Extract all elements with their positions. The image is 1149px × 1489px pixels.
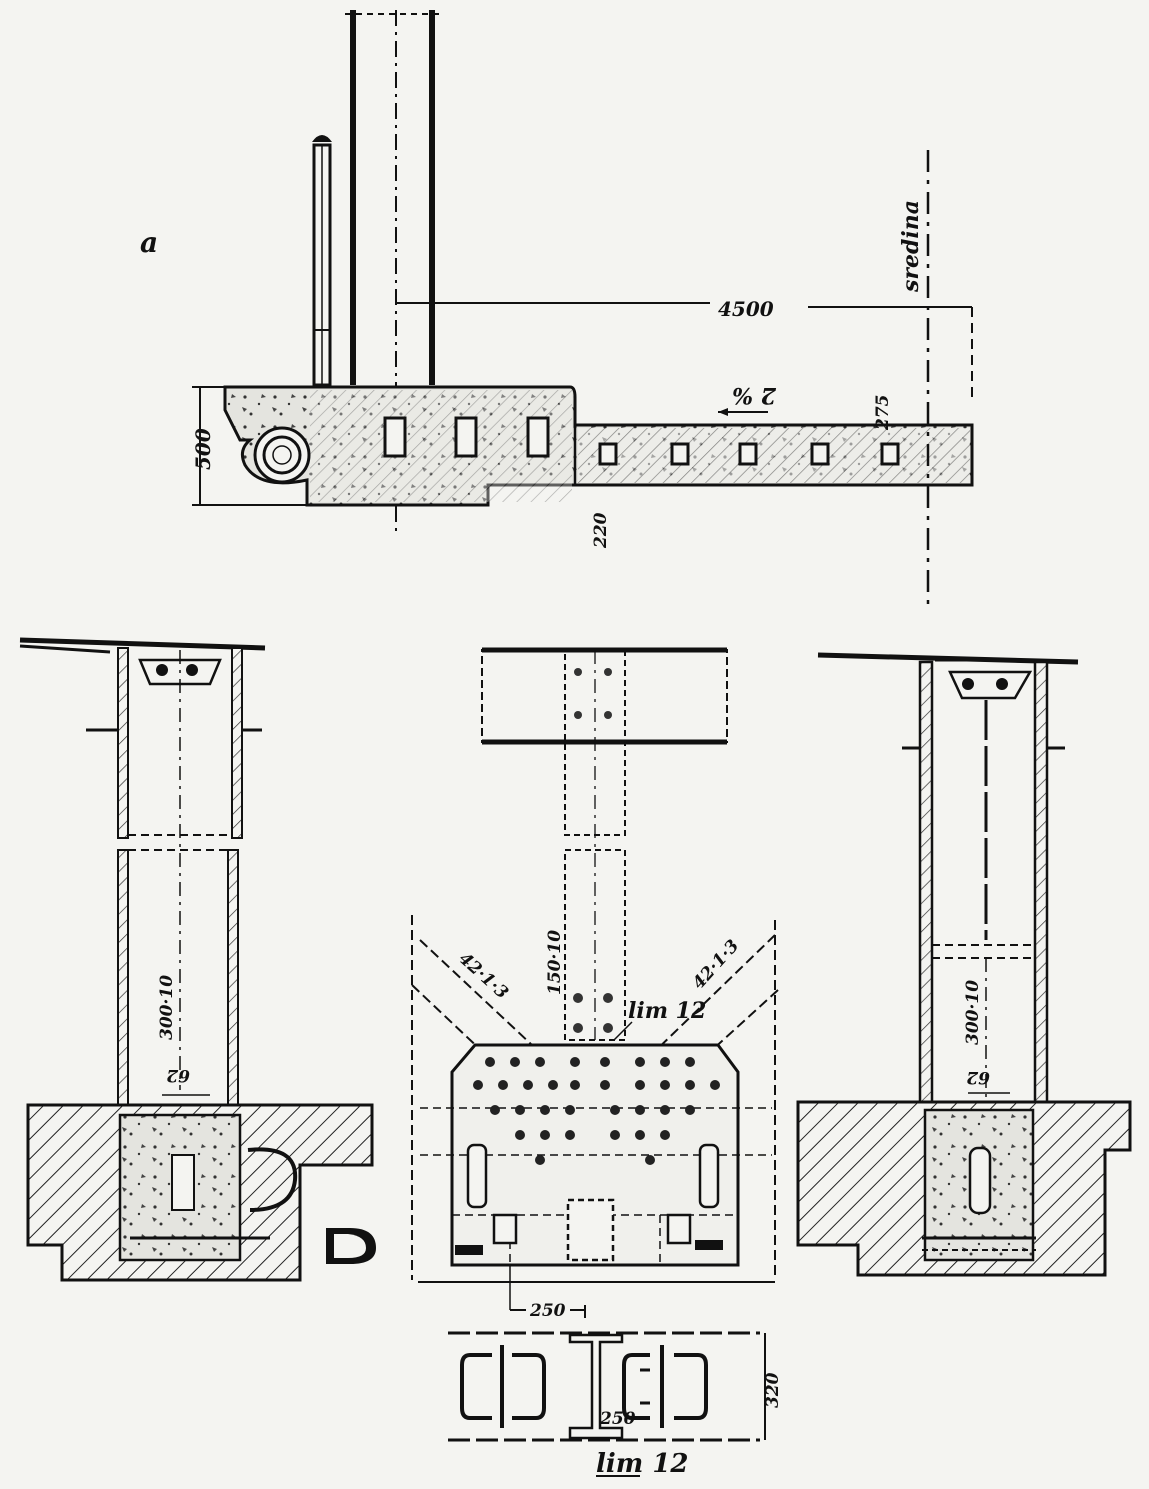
dim-250-label: 250 — [529, 1301, 566, 1321]
small-dim-right-label: 62 — [966, 1067, 990, 1087]
dimension-250: 250 — [509, 1265, 586, 1321]
sredina-label: sredina — [898, 200, 924, 293]
dim-250-plan-label: 250 — [599, 1409, 636, 1429]
panel-label-a: a — [140, 226, 158, 259]
light-post — [312, 135, 332, 387]
slab-hatch — [578, 428, 970, 483]
dim-4500-label: 4500 — [718, 297, 774, 321]
dimension-500: 500 — [191, 386, 307, 506]
slab-openings — [598, 442, 900, 466]
dimension-4500: 4500 — [396, 297, 973, 400]
diag-left-label: 42·1·3 — [455, 949, 512, 1004]
lim-bottom-label: lim 12 — [596, 1449, 689, 1479]
right-section: 300·10 62 — [796, 652, 1132, 1277]
plan-detail: 250 320 lim 12 — [448, 1331, 783, 1479]
dim-320-label: 320 — [763, 1372, 783, 1408]
slope-label: 2 % — [732, 382, 777, 408]
dim-220-label: 220 — [591, 512, 611, 549]
channel-sections — [460, 1345, 708, 1428]
drain-pipe — [253, 426, 311, 484]
center-rod-label: 150·10 — [545, 930, 565, 995]
pipe-right-label: 300·10 — [963, 980, 983, 1045]
center-section: 150·10 42·1·3 42·1·3 lim 12 — [411, 647, 779, 1321]
pipe-left-label: 300·10 — [157, 975, 177, 1040]
lim-center-label: lim 12 — [628, 998, 706, 1024]
dim-500-label: 500 — [191, 428, 215, 470]
diag-right-label: 42·1·3 — [689, 936, 744, 993]
slope-indicator: 2 % — [718, 382, 777, 416]
small-dim-left-label: 62 — [166, 1065, 190, 1085]
curb-openings — [383, 416, 550, 458]
dim-275-label: 275 — [873, 395, 893, 432]
left-section: 300·10 62 — [19, 637, 376, 1282]
elevation-a: a — [140, 10, 974, 605]
